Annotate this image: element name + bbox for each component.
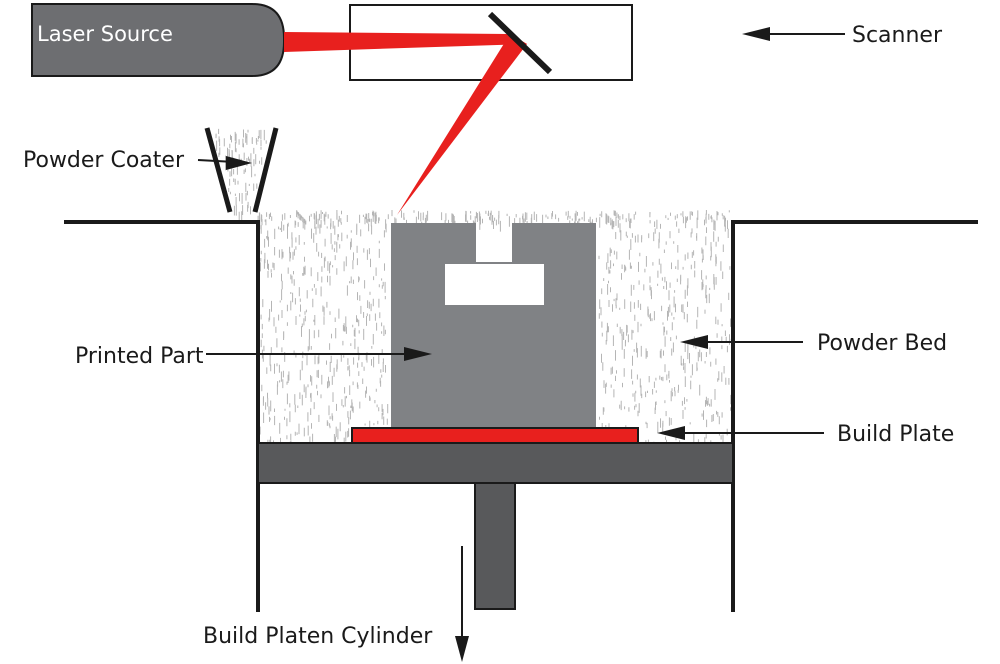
build-platen-cylinder-callout (455, 546, 469, 662)
powder-bed-callout (680, 335, 803, 349)
build-platen (257, 442, 734, 484)
scanner-label: Scanner (852, 23, 943, 48)
laser-source-label: Laser Source (37, 22, 173, 46)
scanner-callout (742, 27, 845, 41)
build-plate (351, 427, 639, 444)
printed-part-callout (206, 347, 432, 361)
powder-coater-left-wall (204, 127, 233, 213)
build-plate-callout (657, 426, 824, 440)
printed-part (391, 223, 596, 428)
laser-beam-horizontal (284, 32, 527, 52)
build-plate-label: Build Plate (837, 422, 954, 447)
scanner-mirror (487, 11, 553, 75)
powder-coater-right-wall (252, 127, 279, 213)
chamber-left-outline (64, 220, 260, 612)
powder-bed-texture-speckles (259, 222, 732, 452)
build-platen-piston (474, 482, 516, 610)
powder-bed-texture-speckles (257, 210, 730, 232)
printed-part-label: Printed Part (75, 344, 204, 369)
chamber-right-outline (731, 220, 978, 612)
laser-beam-diagonal (397, 34, 527, 215)
powder-bed-label: Powder Bed (817, 331, 947, 356)
powder-bed-texture (257, 210, 732, 452)
powder-coater-callout (197, 156, 252, 170)
build-platen-cylinder-label: Build Platen Cylinder (203, 624, 433, 649)
powder-coater-label: Powder Coater (23, 148, 185, 173)
